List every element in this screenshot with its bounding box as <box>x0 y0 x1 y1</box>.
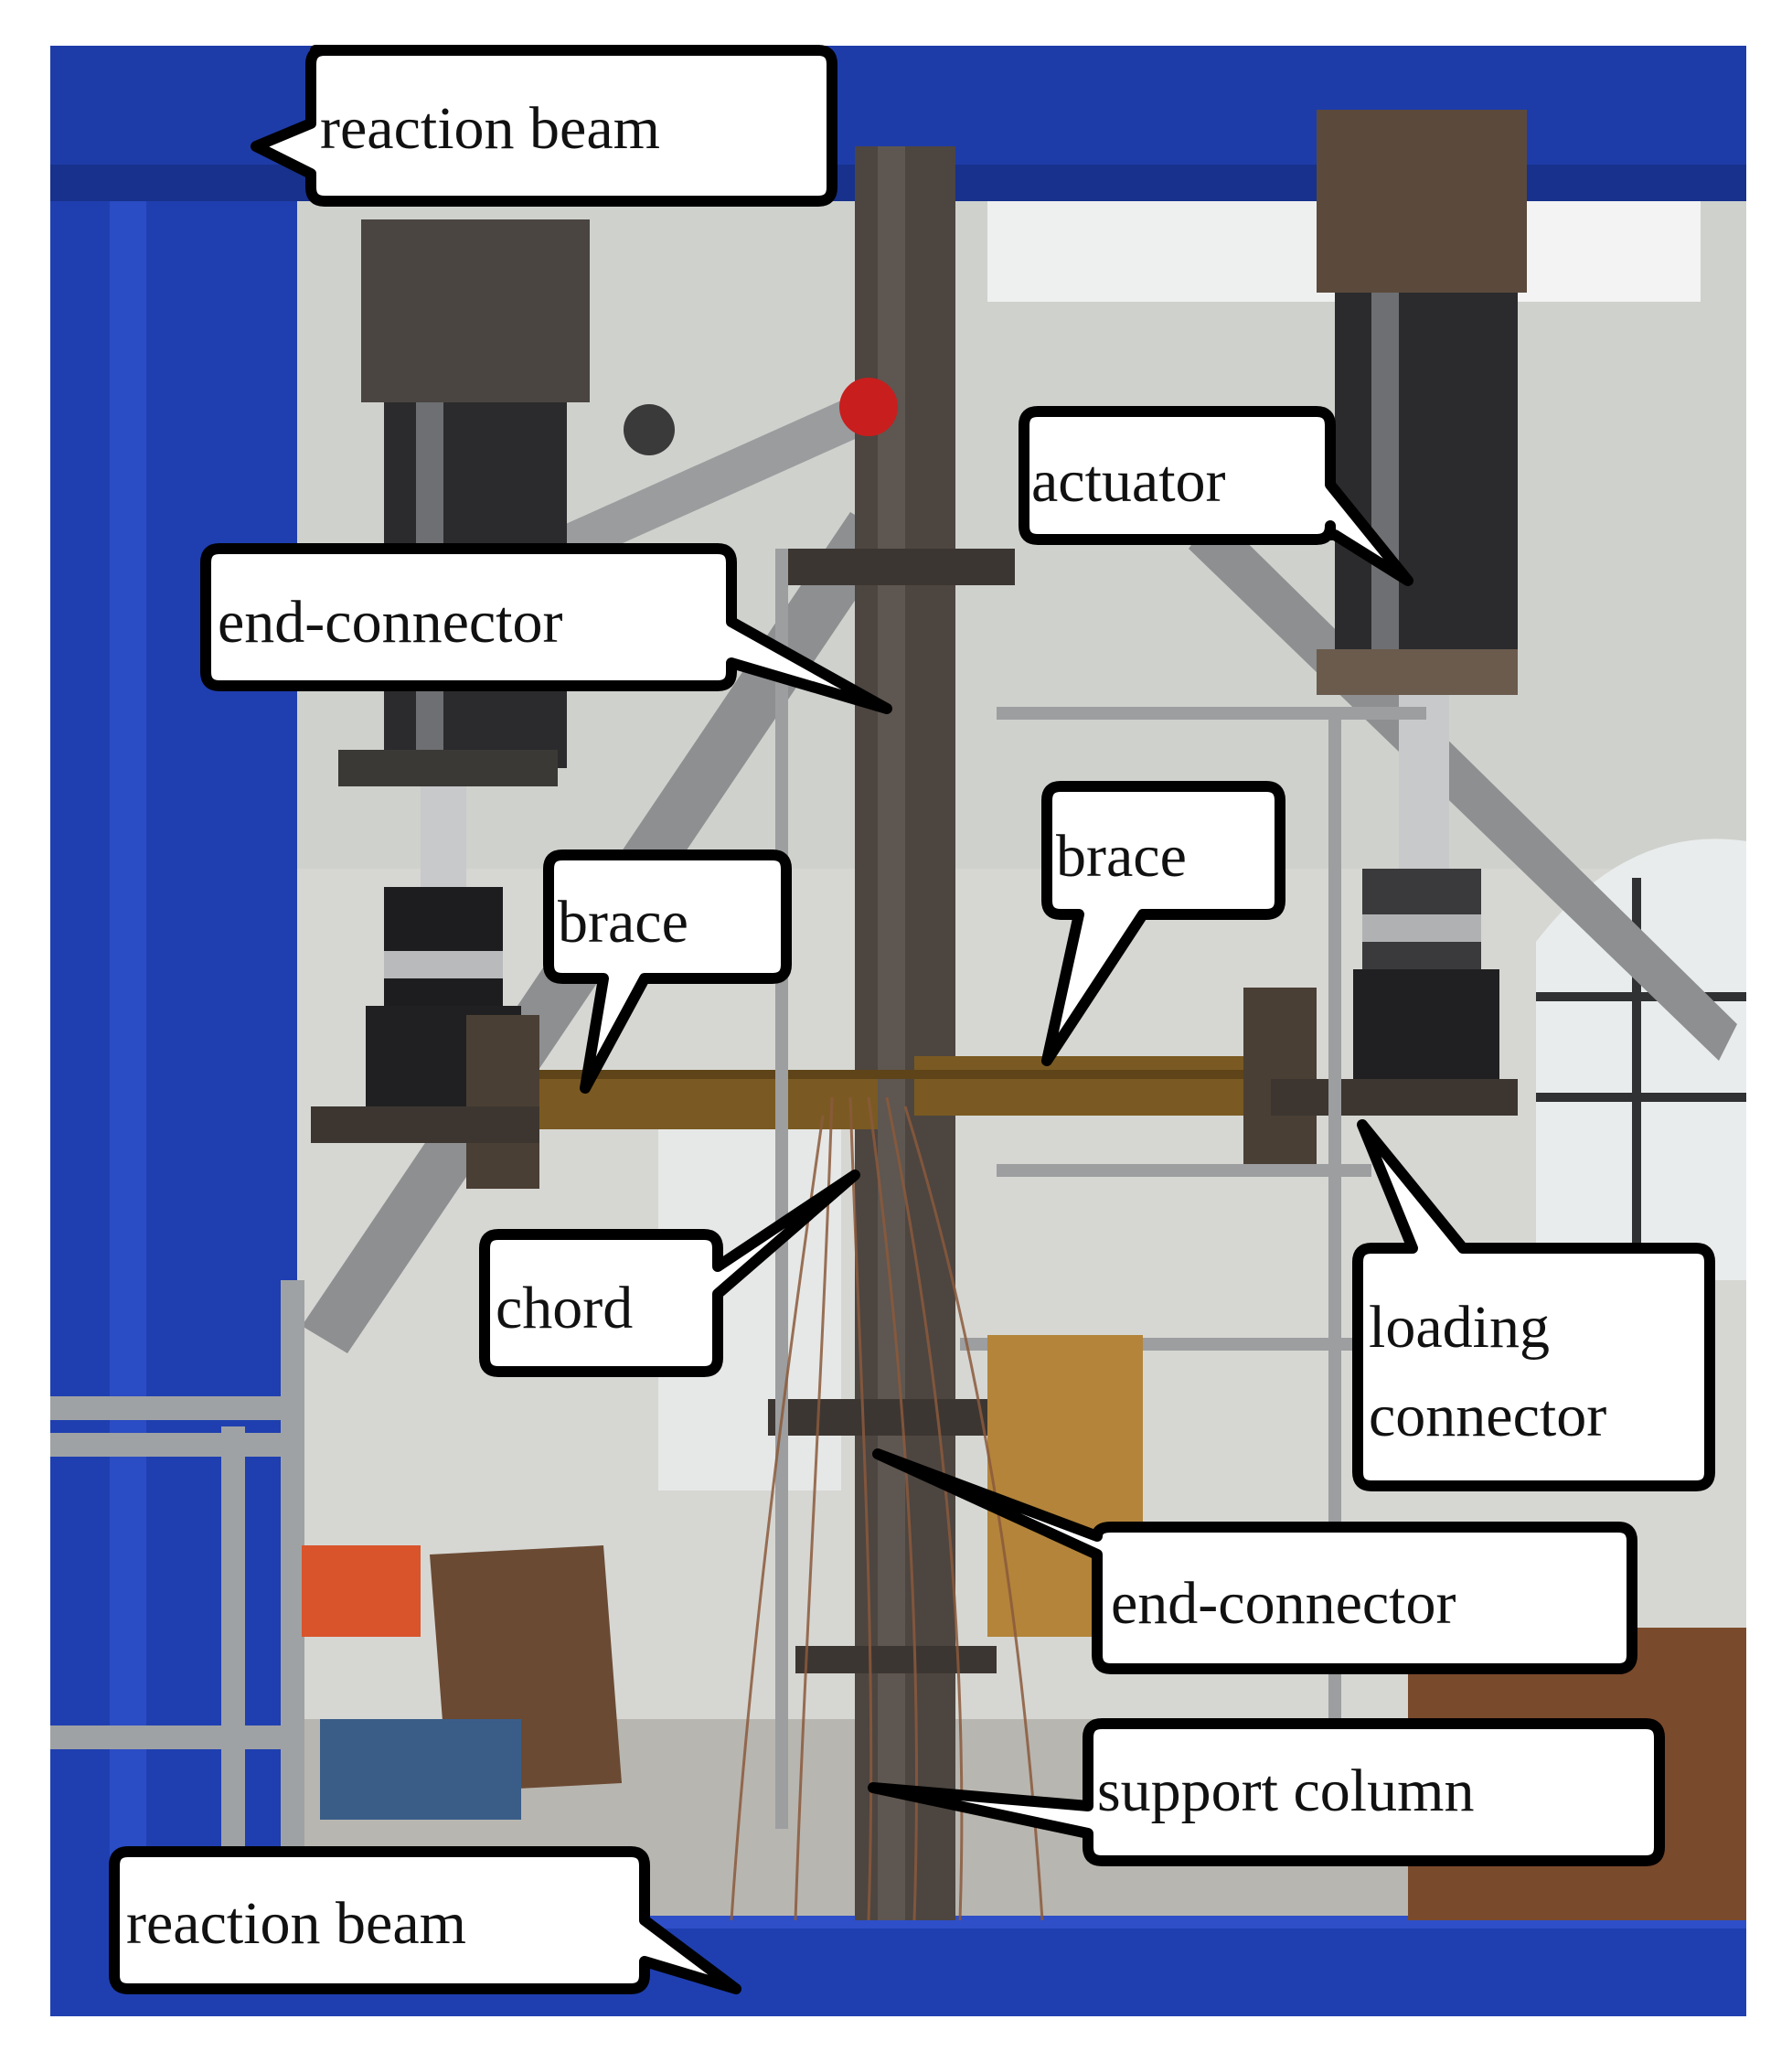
label-loading-connector-line1: loading <box>1369 1294 1550 1361</box>
callout-end-connector-lower: end-connector <box>872 1448 1637 1674</box>
label-brace-right: brace <box>1056 823 1187 890</box>
label-support-column: support column <box>1097 1758 1474 1824</box>
end-plates <box>311 988 1518 1189</box>
label-reaction-beam-top: reaction beam <box>320 95 660 162</box>
callout-actuator: actuator <box>1019 406 1413 586</box>
label-end-connector-lower: end-connector <box>1111 1570 1456 1637</box>
braces <box>512 1056 1271 1129</box>
callout-brace-left: brace <box>543 849 792 1094</box>
callout-brace-right: brace <box>1041 781 1285 1066</box>
label-reaction-beam-bottom: reaction beam <box>126 1890 466 1957</box>
right-actuator <box>1317 110 1527 1097</box>
callout-end-connector-upper: end-connector <box>200 543 892 714</box>
callout-chord: chord <box>479 1170 860 1377</box>
label-actuator: actuator <box>1031 448 1226 515</box>
label-end-connector-upper: end-connector <box>218 589 562 656</box>
callout-reaction-beam-bottom: reaction beam <box>109 1846 741 1994</box>
chord-column <box>624 146 1015 1920</box>
label-brace-left: brace <box>558 889 688 956</box>
left-actuator <box>338 219 590 1116</box>
label-loading-connector-line2: connector <box>1369 1383 1606 1449</box>
lab-clutter <box>302 1335 1746 1920</box>
callout-loading-connector: loading connector <box>1352 1119 1715 1491</box>
callout-support-column: support column <box>868 1718 1665 1866</box>
label-chord: chord <box>496 1275 633 1341</box>
callout-reaction-beam-top: reaction beam <box>251 45 837 207</box>
